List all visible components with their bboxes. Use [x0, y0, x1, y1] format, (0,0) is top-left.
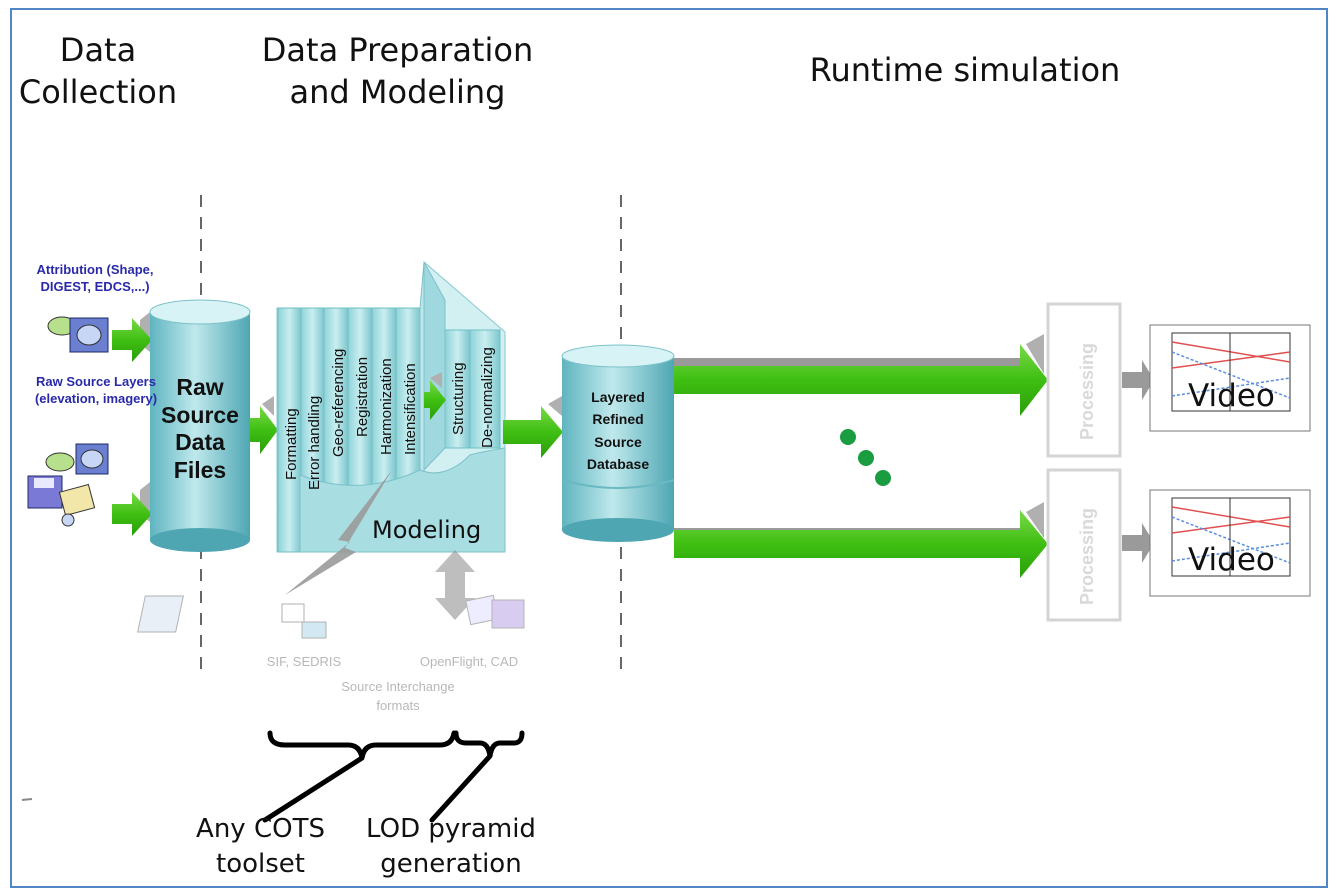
arrow-to-database: [503, 406, 563, 458]
processing-label-2: Processing: [1077, 508, 1097, 605]
sif-sedris-icon: [137, 595, 327, 639]
step-intensification: Intensification: [402, 363, 419, 455]
processing-label-1: Processing: [1077, 343, 1097, 440]
sif-sedris-label: SIF, SEDRIS: [266, 654, 342, 669]
ellipsis-dots: [840, 429, 891, 486]
cd-case-icon: [47, 316, 109, 353]
lod-pyramid-label: LOD pyramid generation: [366, 814, 536, 880]
step-error-handling: Error handling: [306, 396, 323, 490]
openflight-icon: [435, 550, 525, 629]
interchange-label: Source Interchange formats: [341, 679, 455, 713]
grey-stub-5: [548, 396, 562, 416]
step-registration: Registration: [354, 357, 371, 437]
disks-icon: [27, 443, 109, 527]
step-de-normalizing: De-normalizing: [479, 347, 496, 448]
raw-source-cylinder: [149, 299, 251, 552]
processing-box-2: Processing: [1046, 468, 1122, 622]
step-structuring: Structuring: [450, 362, 467, 435]
header-runtime-simulation: Runtime simulation: [809, 51, 1121, 89]
grey-stub-3: [262, 396, 274, 416]
arrow-to-pipeline: [250, 406, 278, 454]
video-label-1: Video: [1188, 378, 1275, 414]
input-arrow-2: [112, 492, 152, 536]
modeling-label: Modeling: [372, 516, 481, 544]
database-cylinder: [561, 344, 675, 542]
raw-layers-label: Raw Source Layers (elevation, imagery): [34, 374, 158, 406]
header-data-preparation: Data Preparation and Modeling: [261, 31, 534, 111]
video-thumbnail-2: Video: [1149, 489, 1311, 597]
attribution-label: Attribution (Shape, DIGEST, EDCS,...): [36, 262, 154, 294]
video-label-2: Video: [1188, 542, 1275, 578]
database-label: Layered Refined Source Database: [586, 389, 650, 473]
stray-mark: [21, 798, 33, 801]
raw-source-label: Raw Source Data Files: [161, 374, 239, 483]
header-data-collection: Data Collection: [18, 31, 178, 111]
video-thumbnail-1: Video: [1149, 324, 1311, 432]
input-arrow-1: [112, 318, 152, 362]
step-formatting: Formatting: [283, 408, 300, 480]
bottom-brackets: [262, 730, 525, 823]
pipeline-step-labels: Formatting Error handling Geo-referencin…: [283, 347, 496, 544]
arrow-funnel-structuring: [424, 380, 446, 420]
output-arrow-2: [674, 502, 1048, 578]
openflight-label: OpenFlight, CAD: [419, 654, 519, 669]
arrow-to-video-2: [1122, 523, 1154, 563]
step-harmonization: Harmonization: [378, 358, 395, 455]
cots-toolset-label: Any COTS toolset: [196, 814, 325, 880]
step-geo-referencing: Geo-referencing: [330, 349, 347, 457]
processing-box-1: Processing: [1046, 302, 1122, 458]
output-arrow-1: [674, 334, 1048, 416]
grey-stub-4: [430, 372, 442, 388]
arrow-to-video-1: [1122, 360, 1154, 400]
